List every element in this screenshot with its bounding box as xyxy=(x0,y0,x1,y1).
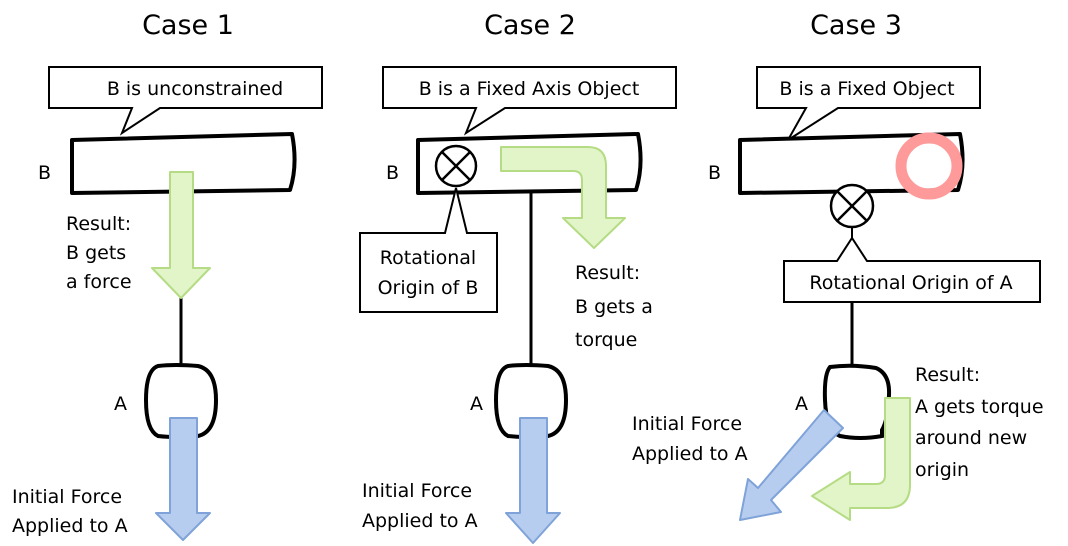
case-1-panel: Case 1 B is unconstrained B Result: B ge… xyxy=(12,10,323,541)
case-2-result-text: Result: B gets a torque xyxy=(575,262,653,351)
case-2-initial-force-line: Applied to A xyxy=(362,510,478,532)
case-2-initial-force-text: Initial Force Applied to A xyxy=(362,480,478,532)
case-1-result-text: Result: B gets a force xyxy=(66,213,132,293)
case-2-callout-box xyxy=(382,66,677,136)
case-1-body-label: A xyxy=(114,393,127,415)
case-3-origin-text: Rotational Origin of A xyxy=(809,272,1012,294)
case-2-initial-force-arrow xyxy=(505,417,561,544)
case-1-initial-force-line: Initial Force xyxy=(12,486,122,508)
case-3-initial-force-line: Applied to A xyxy=(632,443,748,465)
case-2-initial-force-line: Initial Force xyxy=(362,480,472,502)
case-3-result-line: around new xyxy=(915,427,1027,449)
case-2-body-label: A xyxy=(470,393,483,415)
case-3-origin-box xyxy=(783,236,1041,303)
case-3-result-line: Result: xyxy=(915,364,980,386)
case-2-beam-label: B xyxy=(386,162,399,184)
case-3-initial-force-text: Initial Force Applied to A xyxy=(632,413,748,465)
case-1-result-line: B gets xyxy=(66,242,126,264)
case-1-initial-force-arrow xyxy=(155,417,211,541)
case-2-origin-text: Rotational xyxy=(380,247,476,269)
case-2-callout-text: B is a Fixed Axis Object xyxy=(419,78,640,100)
case-1-callout-box xyxy=(48,66,323,136)
case-1-callout-text: B is unconstrained xyxy=(107,78,283,100)
case-1-result-force-arrow xyxy=(151,171,211,299)
case-3-result-line: A gets torque xyxy=(915,396,1044,418)
case-3-initial-force-arrow xyxy=(739,409,844,521)
case-2-result-line: torque xyxy=(575,329,637,351)
case-2-title: Case 2 xyxy=(484,10,576,41)
case-2-origin-box xyxy=(359,187,498,313)
case-2-panel: Case 2 B is a Fixed Axis Object B Rotati… xyxy=(359,10,677,544)
case-3-body-label: A xyxy=(795,393,808,415)
case-1-beam-b xyxy=(70,132,297,195)
case-3-fixed-object-marker xyxy=(895,132,963,200)
case-3-result-text: Result: A gets torque around new origin xyxy=(915,364,1044,481)
case-1-result-line: Result: xyxy=(66,213,131,235)
case-3-body-a xyxy=(822,363,892,440)
case-1-title: Case 1 xyxy=(142,10,234,41)
case-2-fixed-axis-icon xyxy=(434,144,478,188)
case-3-title: Case 3 xyxy=(810,10,902,41)
case-3-result-torque-arrow xyxy=(811,397,911,521)
case-1-beam-label: B xyxy=(38,162,51,184)
case-2-result-line: B gets a xyxy=(575,296,653,318)
case-1-result-line: a force xyxy=(66,271,132,293)
case-3-initial-force-line: Initial Force xyxy=(632,413,742,435)
case-2-result-torque-arrow xyxy=(500,146,626,249)
case-2-result-line: Result: xyxy=(575,262,640,284)
case-2-origin-text: Origin of B xyxy=(378,277,479,299)
case-1-initial-force-line: Applied to A xyxy=(12,515,128,537)
case-3-rotational-origin-icon xyxy=(829,183,875,229)
case-3-callout-text: B is a Fixed Object xyxy=(779,78,954,100)
case-3-beam-label: B xyxy=(708,162,721,184)
case-3-result-line: origin xyxy=(915,459,969,481)
case-1-initial-force-text: Initial Force Applied to A xyxy=(12,486,128,537)
case-3-panel: Case 3 B is a Fixed Object B Rotational … xyxy=(632,10,1044,521)
case-3-callout-box xyxy=(756,66,981,141)
